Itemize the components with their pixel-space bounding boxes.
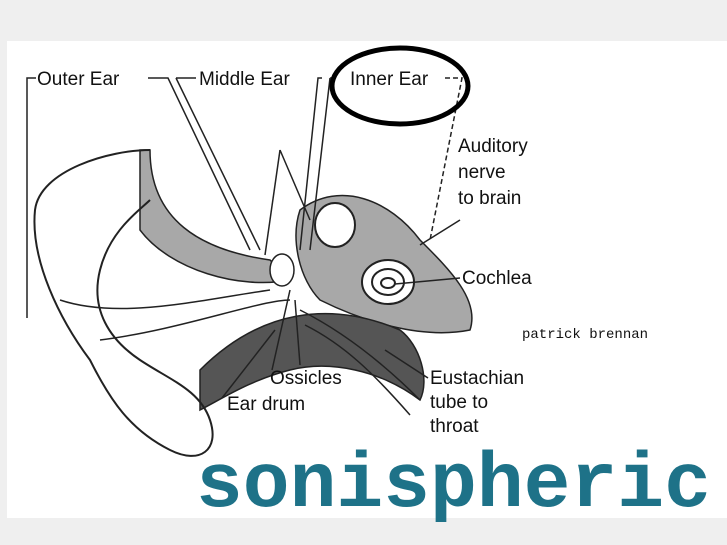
canal-outline [59, 289, 291, 341]
eustachian-tube [299, 309, 421, 416]
semicircular-canal [314, 202, 356, 248]
label-auditory-nerve-2: nerve [458, 162, 506, 183]
label-outer-ear: Outer Ear [37, 69, 120, 90]
author-credit: patrick brennan [522, 327, 648, 343]
label-ossicles: Ossicles [270, 368, 342, 389]
pinna-outline [33, 149, 214, 457]
cochlea-spiral [361, 259, 415, 305]
label-inner-ear: Inner Ear [350, 69, 429, 90]
pointer-lines [221, 149, 461, 399]
label-eustachian-3: throat [430, 416, 479, 437]
throat-region [199, 312, 425, 412]
label-auditory-nerve-3: to brain [458, 188, 521, 209]
inner-ear-highlight-circle [329, 45, 471, 127]
ear-canal-wall [139, 149, 292, 284]
label-eustachian-2: tube to [430, 392, 488, 413]
brand-wordmark: sonispheric [196, 442, 711, 530]
label-eustachian-1: Eustachian [430, 368, 524, 389]
label-auditory-nerve-1: Auditory [458, 136, 528, 157]
label-ear-drum: Ear drum [227, 394, 305, 415]
label-cochlea: Cochlea [462, 268, 532, 289]
ossicles [269, 253, 295, 287]
label-middle-ear: Middle Ear [199, 69, 290, 90]
